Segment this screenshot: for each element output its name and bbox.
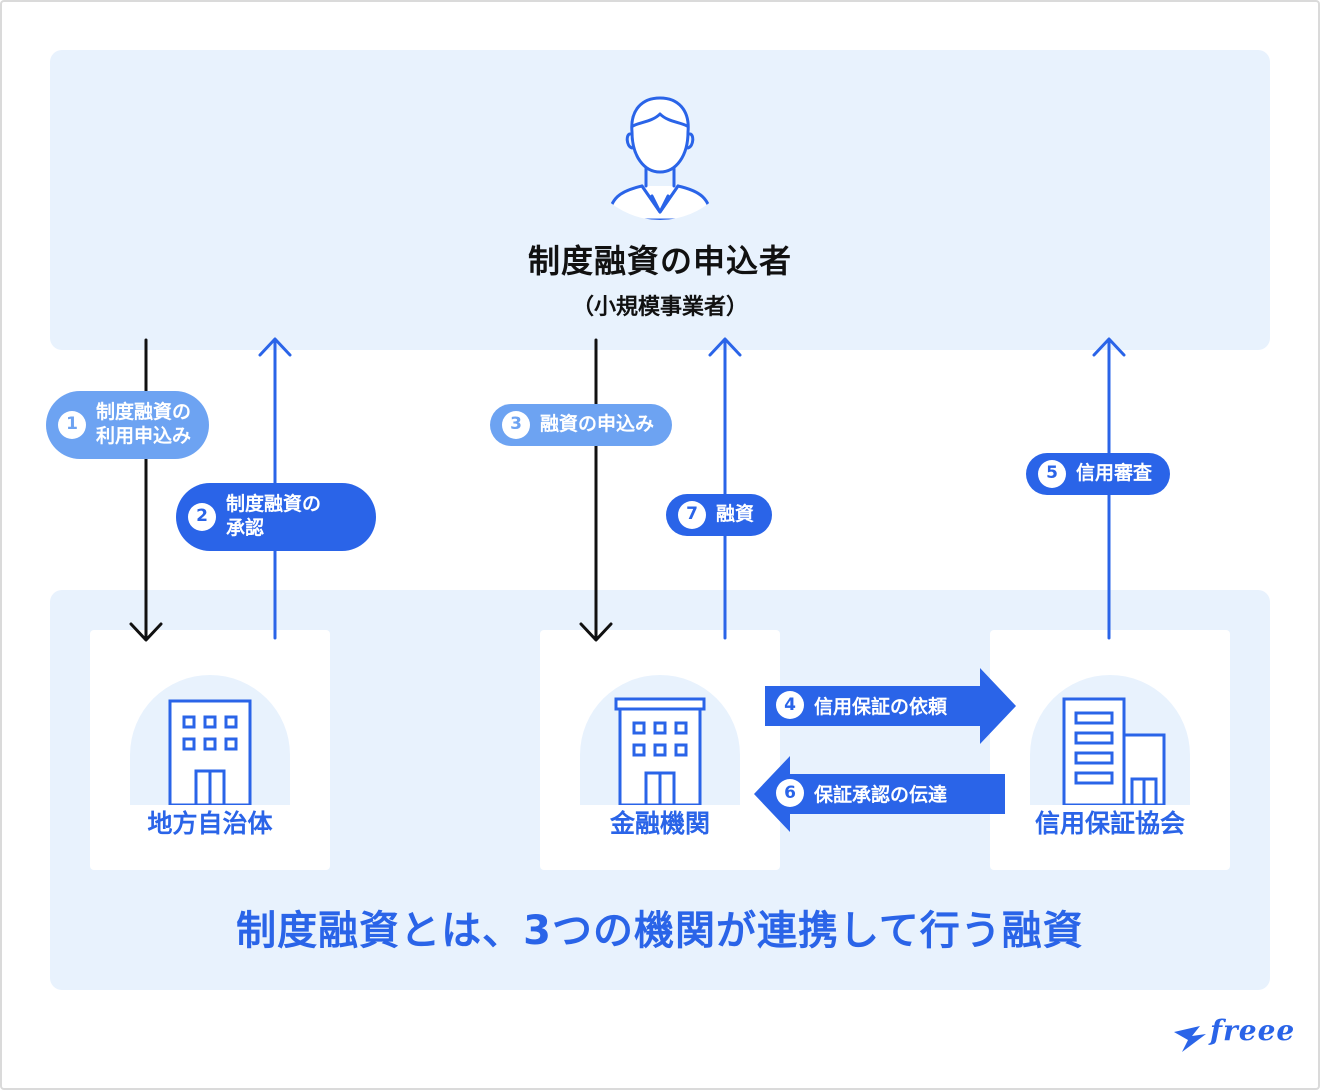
step-5-pill: 5 信用審査 bbox=[1026, 453, 1171, 495]
office-circle bbox=[1030, 675, 1190, 805]
step-number: 7 bbox=[678, 501, 706, 529]
step-6-label: 6 保証承認の伝達 bbox=[776, 779, 947, 807]
step-label: 信用審査 bbox=[1076, 462, 1153, 485]
person-icon bbox=[606, 96, 714, 220]
step-label-line: 利用申込み bbox=[96, 425, 192, 447]
institution-label: 信用保証協会 bbox=[1034, 809, 1185, 838]
card-financial-institution: 金融機関 bbox=[540, 630, 780, 870]
institution-label: 金融機関 bbox=[609, 809, 710, 838]
institution-label: 地方自治体 bbox=[147, 809, 273, 838]
bank-circle bbox=[580, 675, 740, 805]
building-circle bbox=[130, 675, 290, 805]
step-4-label: 4 信用保証の依頼 bbox=[776, 691, 947, 719]
step-number: 2 bbox=[188, 503, 216, 531]
step-label: 融資の申込み bbox=[540, 413, 655, 436]
applicant-subtitle: （小規模事業者） bbox=[571, 295, 748, 320]
step-3-pill: 3 融資の申込み bbox=[490, 404, 673, 446]
step-label: 融資 bbox=[716, 503, 755, 526]
step-label-line: 制度融資の bbox=[96, 401, 192, 424]
step-number: 1 bbox=[58, 411, 86, 439]
arrow-step-6 bbox=[754, 756, 1005, 832]
freee-bird-icon bbox=[1174, 1026, 1206, 1052]
office-icon bbox=[1062, 697, 1166, 805]
building-icon bbox=[168, 699, 252, 805]
step-7-pill: 7 融資 bbox=[666, 494, 773, 536]
step-number: 6 bbox=[776, 779, 804, 807]
step-label: 信用保証の依頼 bbox=[814, 695, 948, 718]
freee-logo: freee bbox=[1210, 1014, 1296, 1047]
step-label: 制度融資の 承認 bbox=[226, 493, 321, 541]
diagram-caption: 制度融資とは、3つの機関が連携して行う融資 bbox=[236, 908, 1084, 954]
step-1-pill: 1 制度融資の 利用申込み bbox=[46, 391, 210, 459]
step-label-line: 制度融資の bbox=[226, 493, 322, 516]
card-credit-guarantee: 信用保証協会 bbox=[990, 630, 1230, 870]
step-2-pill: 2 制度融資の 承認 bbox=[176, 483, 376, 551]
step-number: 5 bbox=[1038, 460, 1066, 488]
card-local-government: 地方自治体 bbox=[90, 630, 330, 870]
step-label-line: 承認 bbox=[226, 517, 265, 539]
arrow-step-4 bbox=[765, 668, 1016, 744]
step-number: 3 bbox=[502, 411, 530, 439]
applicant-avatar bbox=[580, 60, 740, 220]
step-label: 保証承認の伝達 bbox=[814, 783, 948, 806]
applicant-title: 制度融資の申込者 bbox=[527, 242, 792, 280]
step-label: 制度融資の 利用申込み bbox=[96, 401, 191, 449]
step-number: 4 bbox=[776, 691, 804, 719]
bank-icon bbox=[614, 697, 706, 805]
